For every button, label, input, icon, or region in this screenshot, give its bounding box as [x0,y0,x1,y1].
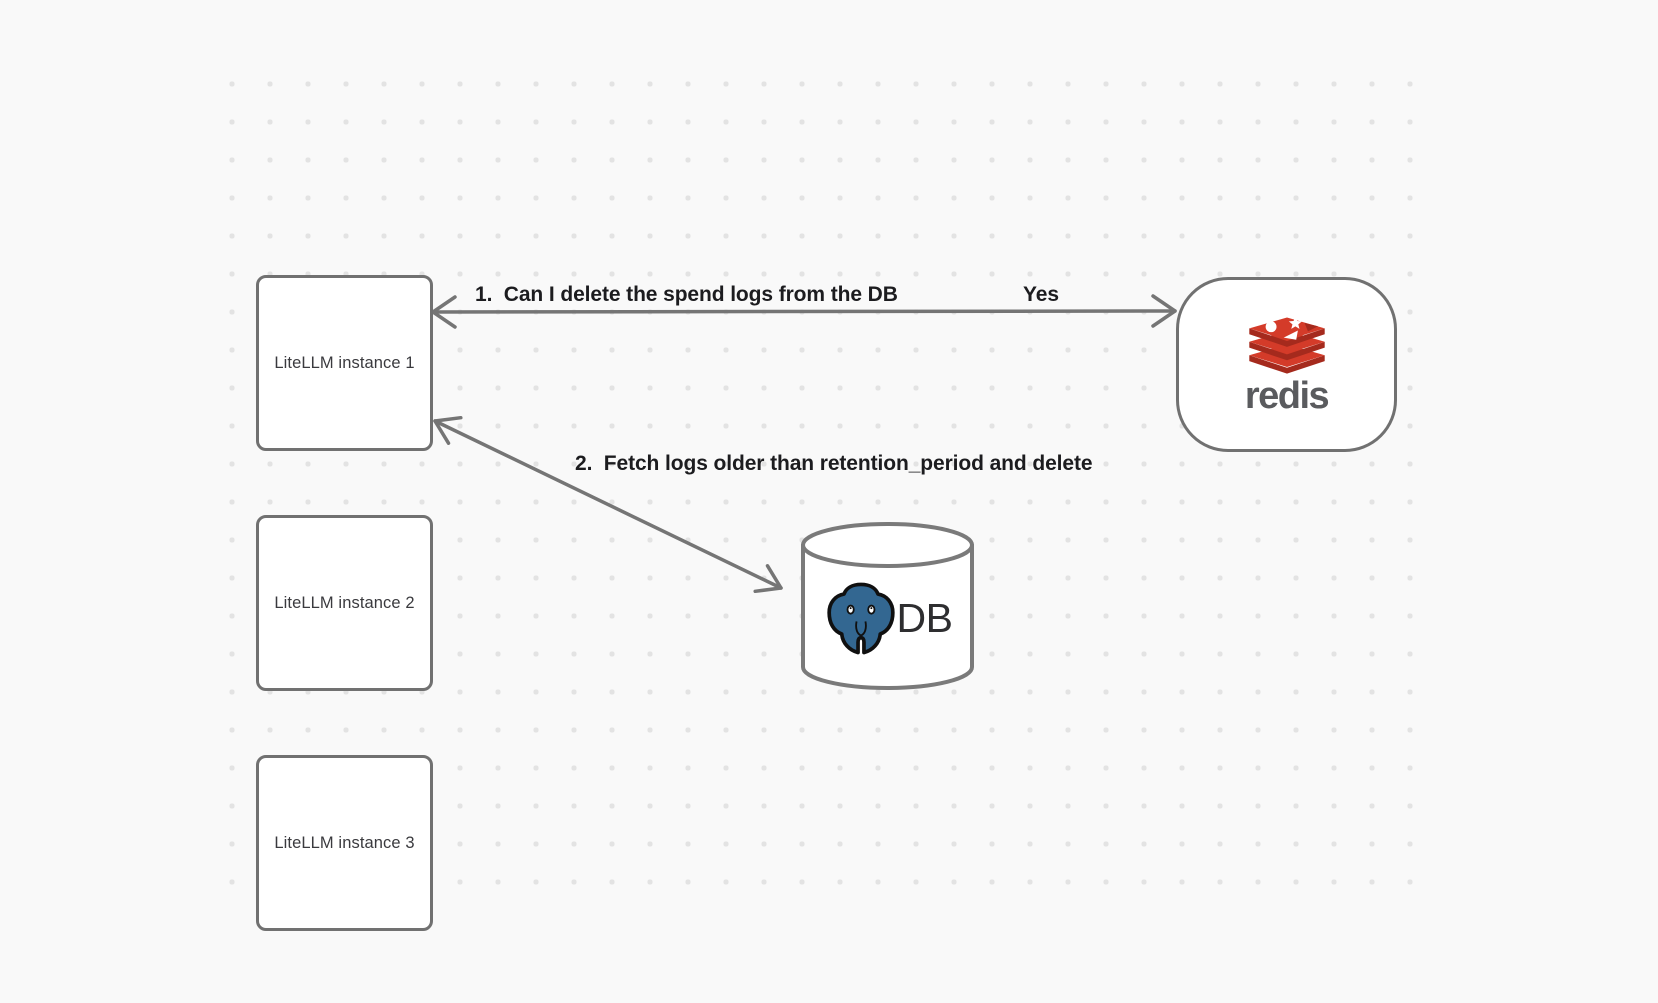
litellm-instance-1-label: LiteLLM instance 1 [274,353,415,372]
redis-node: redis [1176,277,1397,452]
db-label: DB [896,594,953,641]
litellm-instance-3-label: LiteLLM instance 3 [274,833,415,852]
redis-disc-top [1248,316,1325,347]
db-content: DB [808,578,968,658]
postgres-db-node: DB [800,520,975,692]
litellm-instance-2-node: LiteLLM instance 2 [256,515,433,691]
litellm-instance-1-node: LiteLLM instance 1 [256,275,433,451]
litellm-instance-2-label: LiteLLM instance 2 [274,593,415,612]
postgresql-elephant-icon [826,582,895,654]
arrow-1-label: 1. Can I delete the spend logs from the … [475,283,898,306]
litellm-instance-3-node: LiteLLM instance 3 [256,755,433,931]
arrow-1-response-label: Yes [1023,283,1059,306]
redis-wordmark: redis [1244,375,1330,417]
arrow-2-label: 2. Fetch logs older than retention_perio… [575,452,1093,475]
redis-logo-icon [1248,316,1325,374]
